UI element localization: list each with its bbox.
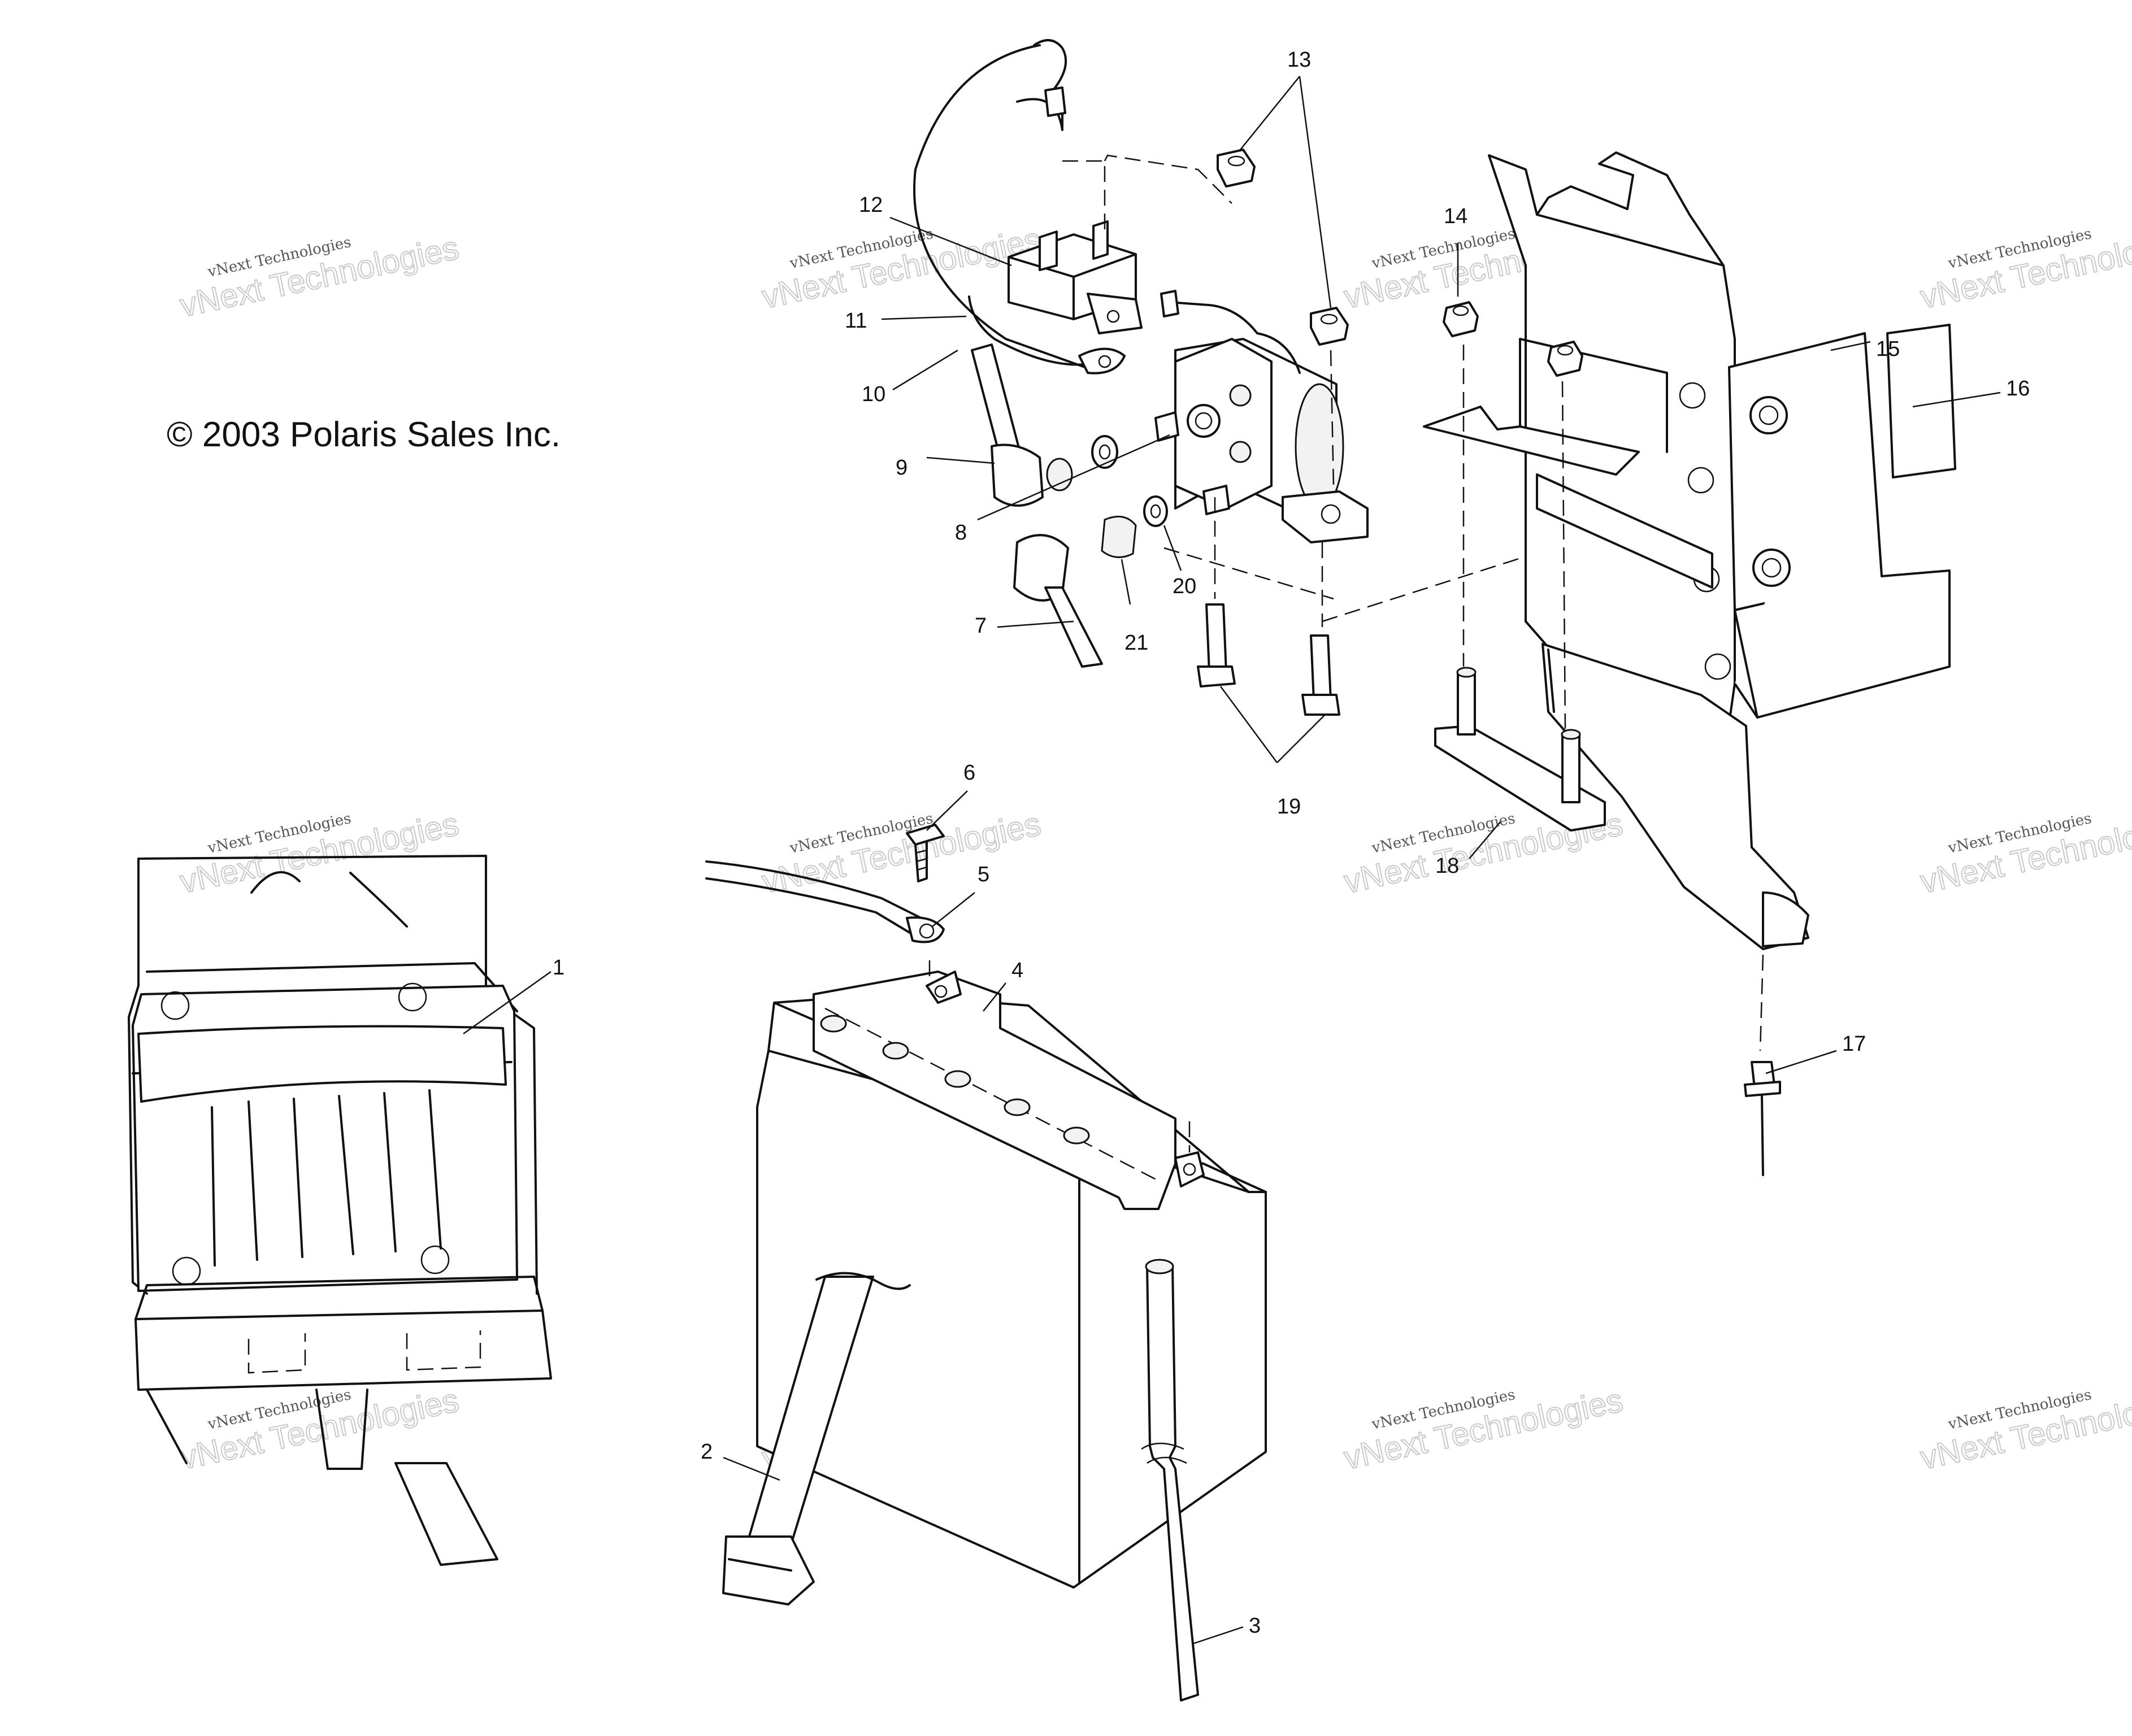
callout-15: 15 xyxy=(1876,337,1900,361)
nuts-13 xyxy=(1217,149,1349,486)
watermark: vNext Technologies vNext Technologies xyxy=(1917,1381,2132,1477)
battery-bracket xyxy=(1423,151,1956,950)
callout-5: 5 xyxy=(978,863,989,886)
callout-3: 3 xyxy=(1249,1614,1261,1638)
callout-17: 17 xyxy=(1842,1032,1866,1056)
wire-harness xyxy=(913,39,1232,375)
callout-13: 13 xyxy=(1287,48,1311,72)
relay xyxy=(1008,220,1143,334)
battery-box xyxy=(128,855,552,1566)
watermark: vNext Technologies vNext Technologies xyxy=(1340,1381,1626,1477)
mounting-plate-18 xyxy=(1434,667,1606,832)
watermark: vNext Technologies vNext Technologies xyxy=(176,229,462,325)
callout-10: 10 xyxy=(862,382,885,406)
callout-16: 16 xyxy=(2006,377,2030,401)
callout-20: 20 xyxy=(1173,575,1196,598)
terminal-boot-9 xyxy=(971,343,1118,507)
copyright-notice: © 2003 Polaris Sales Inc. xyxy=(167,415,561,454)
bolts-19 xyxy=(1197,497,1588,716)
watermark: vNext Technologies vNext Technologies xyxy=(1917,220,2132,316)
callout-14: 14 xyxy=(1444,205,1467,228)
callout-11: 11 xyxy=(845,309,867,333)
callout-21: 21 xyxy=(1124,631,1148,655)
cable-2 xyxy=(722,1272,911,1606)
callout-7: 7 xyxy=(975,614,987,638)
battery xyxy=(756,960,1267,1589)
watermark: vNext Technologies vNext Technologies xyxy=(758,220,1044,316)
callout-12: 12 xyxy=(859,193,883,217)
callout-2: 2 xyxy=(701,1440,713,1464)
callout-4: 4 xyxy=(1011,959,1023,982)
callout-18: 18 xyxy=(1435,854,1459,878)
watermark: vNext Technologies vNext Technologies xyxy=(758,805,1044,901)
vent-tube xyxy=(1141,1259,1199,1702)
watermark: vNext Technologies vNext Technologies xyxy=(1917,805,2132,901)
callout-1: 1 xyxy=(553,956,565,980)
callout-leaders xyxy=(463,76,2001,1645)
positive-cable xyxy=(705,824,945,943)
terminal-boot-7 xyxy=(1013,495,1334,668)
watermark: vNext Technologies vNext Technologies xyxy=(176,805,462,901)
callout-8: 8 xyxy=(955,521,967,545)
rivet-17 xyxy=(1744,954,1781,1176)
callout-19: 19 xyxy=(1277,795,1301,819)
callout-6: 6 xyxy=(963,761,975,785)
callout-labels: 1 2 3 4 5 6 7 8 9 10 11 12 13 14 15 16 1… xyxy=(553,48,2030,1638)
starter-solenoid xyxy=(1154,290,1369,543)
callout-9: 9 xyxy=(896,456,907,480)
